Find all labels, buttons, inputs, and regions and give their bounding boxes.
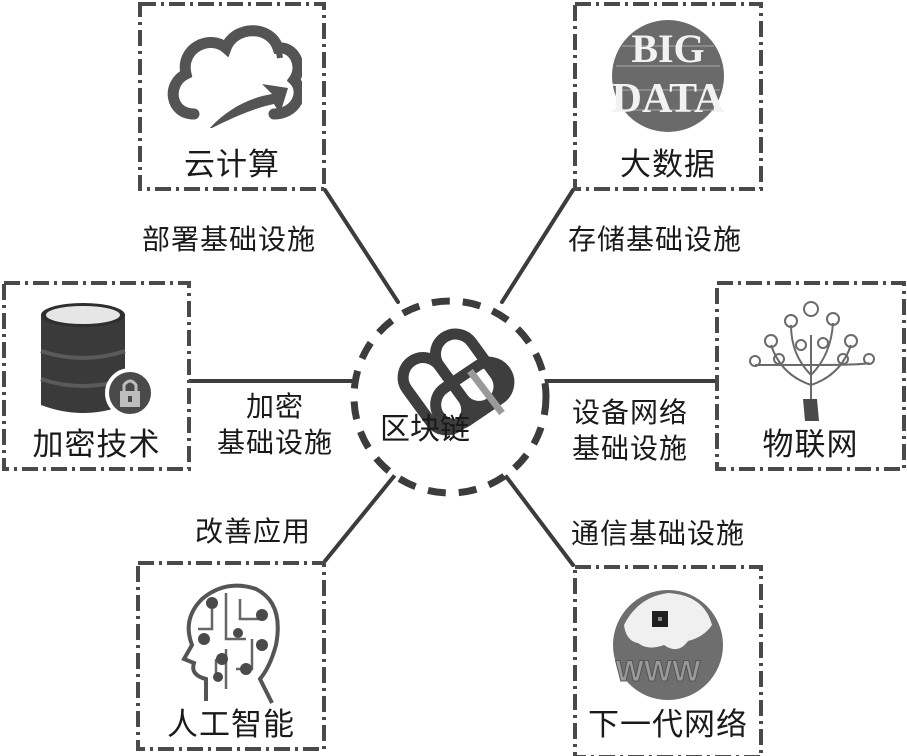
node-label: 云计算 [184,147,280,183]
edge-label-crypto-line2: 基础设施 [216,426,333,459]
edge-label-ai: 改善应用 [195,515,312,548]
dashed-frame [715,281,906,471]
ai-head-circuit-icon [181,583,280,704]
dashed-frame [573,2,763,191]
chain-link-icon [397,328,515,436]
node-cloud-computing: 云计算 [138,2,326,191]
center-node: 区块链 [354,301,546,493]
dashed-frame [136,561,326,751]
node-encryption: 加密技术 [2,281,191,471]
dashed-frame [2,281,191,471]
node-label: 加密技术 [32,427,161,463]
center-label: 区块链 [380,412,470,447]
encrypted-database-icon [40,303,155,418]
node-ai: 人工智能 [136,561,326,751]
edge-label-iot-line1: 设备网络 [571,396,688,429]
edge-label-cloud: 部署基础设施 [142,223,317,256]
svg-text:DATA: DATA [612,76,725,122]
center-dashed-circle [350,297,550,497]
big-data-icon: BIG DATA [612,20,725,132]
connector-ai [323,473,397,563]
svg-text:BIG: BIG [631,26,704,71]
edge-label-iot: 设备网络 基础设施 [560,395,700,467]
www-globe-icon: WWW [613,590,723,700]
edge-label-bigdata: 存储基础设施 [568,223,743,256]
node-iot: 物联网 [715,281,906,471]
node-label: 人工智能 [167,707,295,743]
cloud-sync-icon [167,25,302,128]
iot-tree-icon [748,301,875,421]
connector-nextnet [503,473,575,567]
node-label: 大数据 [620,147,716,183]
connector-cloud [323,188,400,304]
dashed-frame [138,2,326,191]
node-next-gen-network: WWW 下一代网络 [573,565,763,756]
svg-text:WWW: WWW [616,655,702,688]
edge-label-iot-line2: 基础设施 [571,432,688,465]
dashed-frame [573,565,763,756]
edge-label-nextnet: 通信基础设施 [571,517,746,550]
node-big-data: BIG DATA 大数据 [573,2,763,191]
edge-label-crypto-line1: 加密 [245,390,304,423]
connector-bigdata [500,188,575,304]
edge-label-crypto: 加密 基础设施 [205,389,345,461]
node-label: 下一代网络 [588,707,748,743]
node-label: 物联网 [762,427,859,463]
